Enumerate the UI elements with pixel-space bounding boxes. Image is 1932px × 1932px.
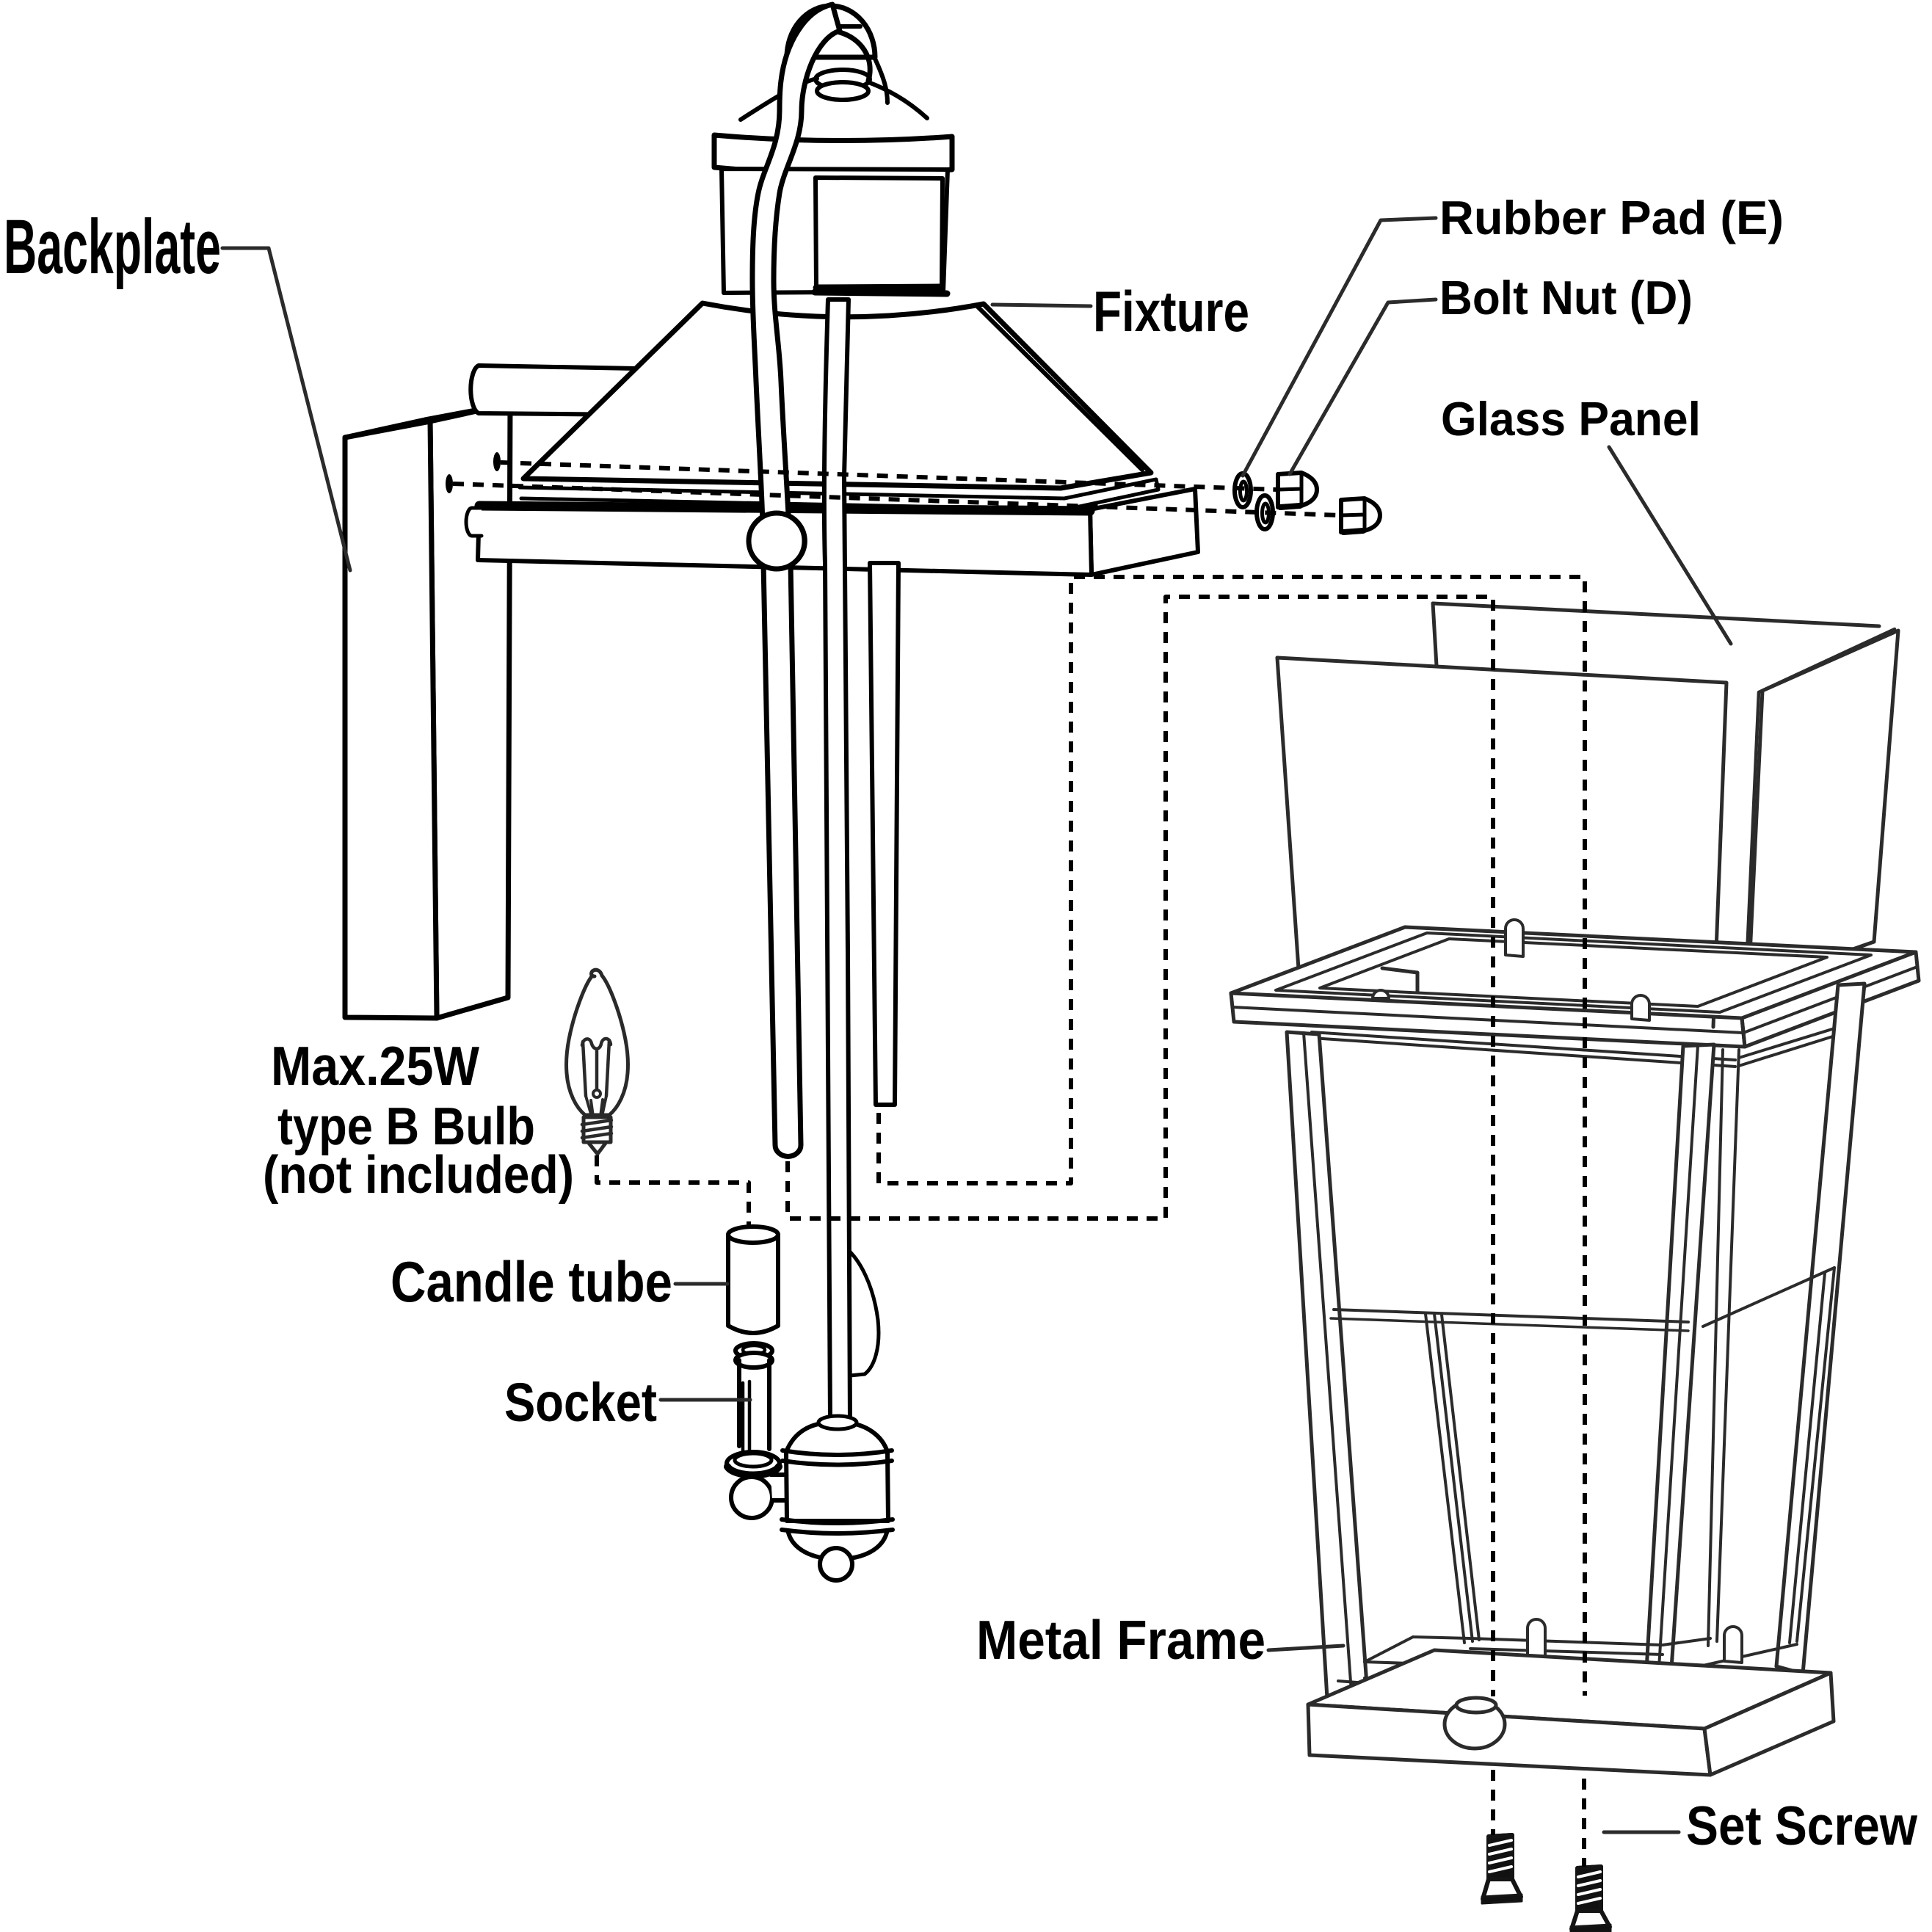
svg-text:(not included): (not included)	[263, 1146, 574, 1205]
svg-text:Bolt Nut (D): Bolt Nut (D)	[1439, 271, 1693, 324]
svg-text:Max.25W: Max.25W	[271, 1035, 479, 1097]
svg-text:Glass Panel: Glass Panel	[1441, 392, 1701, 446]
svg-text:Backplate: Backplate	[4, 204, 221, 290]
svg-text:Rubber Pad (E): Rubber Pad (E)	[1439, 191, 1784, 244]
svg-text:Candle tube: Candle tube	[391, 1249, 672, 1314]
svg-text:Fixture: Fixture	[1093, 279, 1249, 344]
svg-text:type B Bulb: type B Bulb	[277, 1097, 535, 1156]
svg-text:Set Screw: Set Screw	[1686, 1795, 1918, 1856]
svg-text:Metal Frame: Metal Frame	[976, 1609, 1265, 1671]
svg-text:Socket: Socket	[504, 1372, 657, 1433]
